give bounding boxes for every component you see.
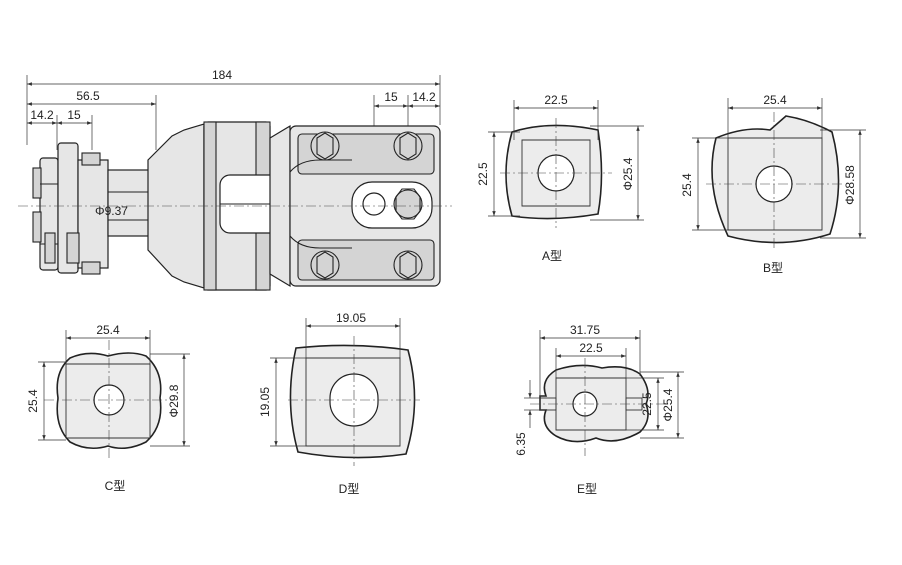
profile-e-width-inner: 22.5 [579, 341, 603, 355]
profile-c-caption: C型 [105, 479, 126, 493]
profile-b-height: 25.4 [680, 173, 694, 197]
profile-a: 22.5 22.5 Φ25.4 A型 [476, 93, 644, 263]
profile-c-width: 25.4 [96, 323, 120, 337]
profile-a-width: 22.5 [544, 93, 568, 107]
dim-left-a: 14.2 [30, 108, 54, 122]
profile-d-caption: D型 [339, 482, 360, 496]
profile-a-caption: A型 [542, 249, 562, 263]
profile-d: 19.05 19.05 D型 [258, 311, 420, 496]
profile-c-height: 25.4 [26, 389, 40, 413]
dim-shaft-dia: Φ9.37 [95, 204, 128, 218]
profile-c: 25.4 25.4 Φ29.8 C型 [26, 323, 190, 493]
profile-e-dia: Φ25.4 [661, 388, 675, 421]
profile-d-width: 19.05 [336, 311, 366, 325]
profile-b-caption: B型 [763, 261, 783, 275]
dim-left-span: 56.5 [76, 89, 100, 103]
profile-e-caption: E型 [577, 482, 597, 496]
profile-b-width: 25.4 [763, 93, 787, 107]
profile-e-height: 22.5 [640, 392, 654, 416]
profile-e-width-outer: 31.75 [570, 323, 600, 337]
profile-b: 25.4 25.4 Φ28.58 B型 [680, 93, 866, 275]
assembly-view: 184 56.5 14.2 15 15 14.2 Φ9.37 [18, 68, 452, 291]
dim-right-b: 14.2 [412, 90, 436, 104]
profile-b-dia: Φ28.58 [843, 165, 857, 205]
profile-c-dia: Φ29.8 [167, 384, 181, 417]
left-yoke [32, 142, 159, 275]
dim-right-a: 15 [384, 90, 398, 104]
dim-overall: 184 [212, 68, 232, 82]
profile-a-dia: Φ25.4 [621, 157, 635, 190]
dim-left-b: 15 [67, 108, 81, 122]
profile-a-height: 22.5 [476, 162, 490, 186]
profile-e: 31.75 22.5 22.5 Φ25.4 6.35 E型 [514, 323, 684, 496]
profile-e-key: 6.35 [514, 432, 528, 456]
profile-d-height: 19.05 [258, 387, 272, 417]
